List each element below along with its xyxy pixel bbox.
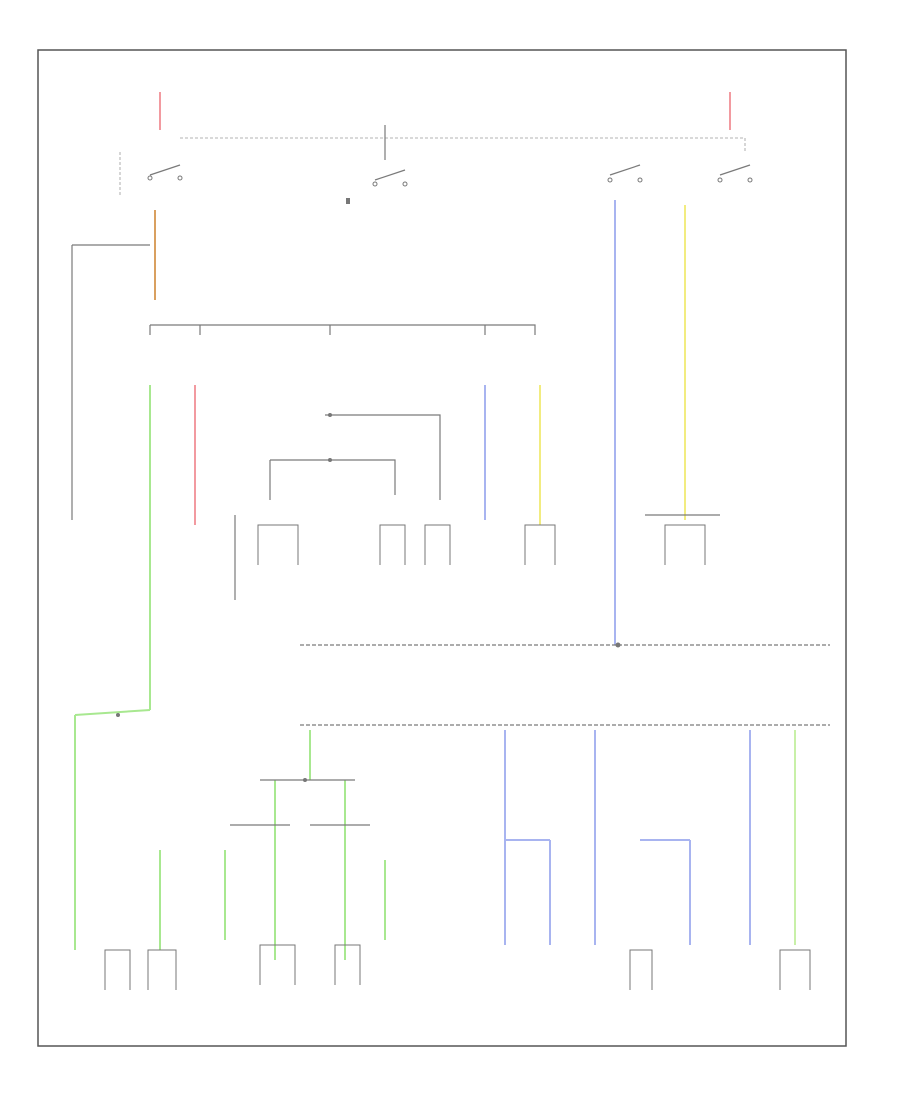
connector-box-6: [147, 949, 177, 990]
module-brackets: [234, 514, 720, 600]
wire-layer: [74, 92, 796, 960]
ignition-switch-right-b: [717, 92, 753, 183]
splice-nodes: [116, 413, 621, 782]
lower-splices: [230, 779, 370, 826]
ignition-switch-right-a: [607, 164, 643, 183]
connector-box-0: [257, 524, 299, 565]
connector-box-4: [664, 524, 706, 565]
fuse-taps-upper: [149, 325, 486, 335]
connector-box-5: [104, 949, 131, 990]
diagram-frame: [37, 49, 847, 1047]
connector-box-7: [259, 944, 296, 985]
connector-box-8: [334, 944, 361, 985]
connector-box-9: [629, 949, 653, 990]
fuse-bus-upper: [150, 324, 536, 335]
switch-linkage: [119, 137, 746, 195]
left-feed: [71, 244, 150, 520]
connector-box-1: [379, 524, 406, 565]
wire-green-4: [74, 709, 151, 716]
ignition-switch-center: [346, 125, 408, 204]
connector-box-2: [424, 524, 451, 565]
connector-box-3: [524, 524, 556, 565]
splice-branches: [269, 414, 441, 500]
connector-layer: [104, 524, 811, 990]
connector-box-10: [779, 949, 811, 990]
ignition-switch-left: [147, 92, 183, 181]
